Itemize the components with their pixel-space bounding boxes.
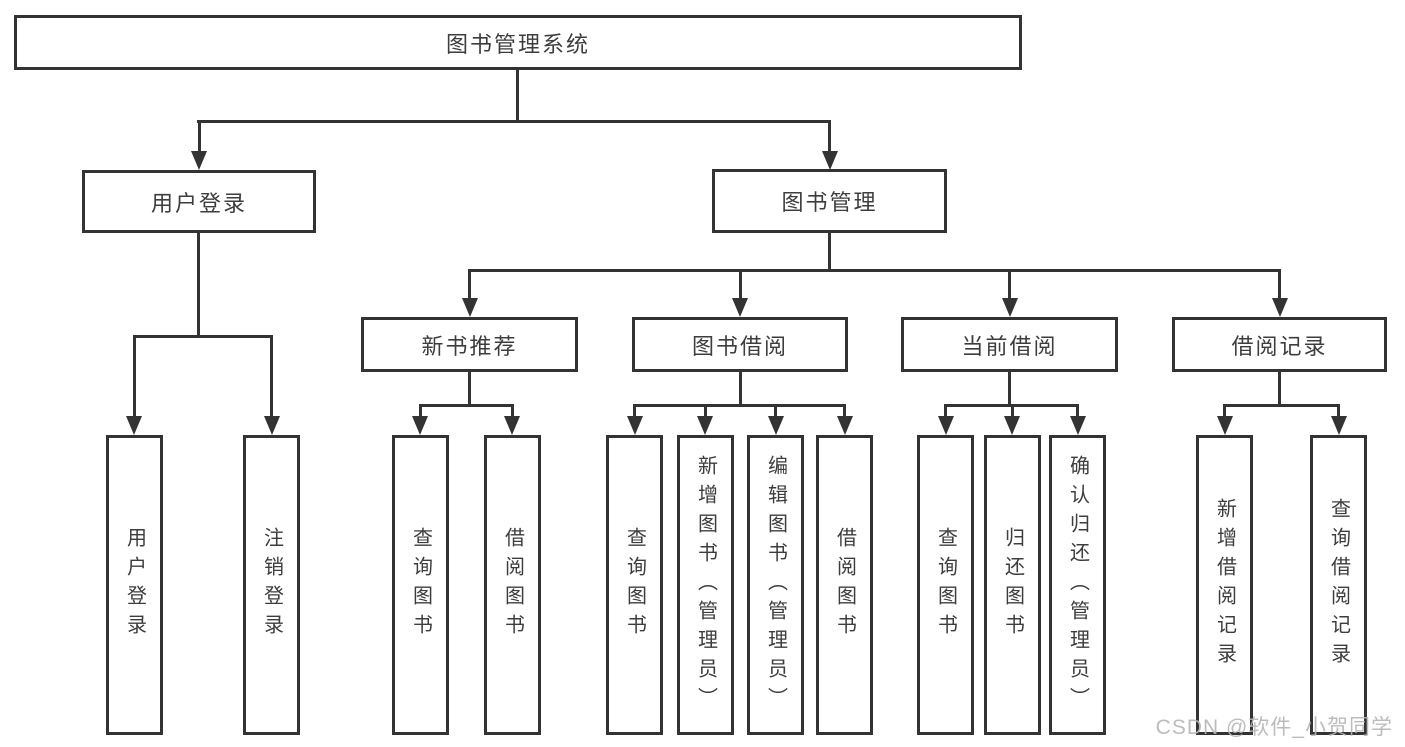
- arrow-down-icon: [1331, 416, 1347, 435]
- connector-line: [197, 120, 831, 123]
- arrow-down-icon: [462, 298, 478, 317]
- connector-line: [1337, 404, 1340, 418]
- connector-line: [419, 404, 422, 418]
- connector-line: [469, 269, 1280, 272]
- leaf-add-borrow-record: 新增借阅记录: [1196, 435, 1253, 735]
- arrow-down-icon: [126, 416, 142, 435]
- node-new-book-recommend: 新书推荐: [361, 317, 578, 372]
- leaf-query-books-borrowing-label: 查询图书: [623, 527, 646, 643]
- connector-line: [1008, 269, 1011, 300]
- connector-line: [197, 232, 200, 338]
- connector-line: [516, 68, 519, 122]
- leaf-borrow-books: 借阅图书: [816, 435, 873, 735]
- connector-line: [1011, 404, 1014, 418]
- node-current-borrowing: 当前借阅: [901, 317, 1118, 372]
- connector-line: [1224, 404, 1339, 407]
- leaf-edit-books-admin: 编辑图书（管理员）: [747, 435, 804, 735]
- arrow-down-icon: [1002, 298, 1018, 317]
- arrow-down-icon: [768, 416, 784, 435]
- leaf-borrow-books-label: 借阅图书: [833, 527, 856, 643]
- node-book-borrowing-label: 图书借阅: [691, 333, 788, 359]
- node-book-management-label: 图书管理: [781, 190, 878, 215]
- arrow-down-icon: [837, 416, 853, 435]
- connector-line: [134, 335, 272, 338]
- connector-line: [739, 269, 742, 300]
- leaf-return-books-label: 归还图书: [1001, 527, 1024, 643]
- connector-line: [1076, 404, 1079, 418]
- connector-line: [420, 404, 512, 407]
- arrow-down-icon: [1004, 416, 1020, 435]
- connector-line: [828, 232, 831, 272]
- connector-line: [511, 404, 514, 418]
- node-new-book-recommend-label: 新书推荐: [421, 333, 518, 359]
- leaf-user-login-label: 用户登录: [123, 527, 146, 643]
- watermark: CSDN @软件_小贺同学: [1155, 716, 1393, 739]
- connector-line: [704, 404, 707, 418]
- arrow-down-icon: [412, 416, 428, 435]
- leaf-query-borrow-record-label: 查询借阅记录: [1327, 498, 1350, 672]
- connector-line: [1278, 371, 1281, 407]
- leaf-query-books-current-label: 查询图书: [934, 527, 957, 643]
- connector-line: [774, 404, 777, 418]
- leaf-add-borrow-record-label: 新增借阅记录: [1213, 498, 1236, 672]
- leaf-borrow-books-recommend: 借阅图书: [484, 435, 541, 735]
- node-user-login-label: 用户登录: [150, 190, 247, 216]
- arrow-down-icon: [504, 416, 520, 435]
- connector-line: [843, 404, 846, 418]
- connector-line: [634, 404, 845, 407]
- leaf-edit-books-admin-label: 编辑图书（管理员）: [764, 454, 787, 716]
- leaf-logout-label: 注销登录: [260, 527, 283, 643]
- arrow-down-icon: [822, 151, 838, 170]
- arrow-down-icon: [732, 298, 748, 317]
- node-book-management: 图书管理: [712, 169, 947, 233]
- node-current-borrowing-label: 当前借阅: [961, 333, 1058, 359]
- leaf-borrow-books-recommend-label: 借阅图书: [501, 527, 524, 643]
- arrow-down-icon: [627, 416, 643, 435]
- arrow-down-icon: [938, 416, 954, 435]
- leaf-query-books-recommend: 查询图书: [392, 435, 449, 735]
- node-root: 图书管理系统: [14, 15, 1022, 70]
- connector-line: [739, 371, 742, 407]
- connector-line: [1278, 269, 1281, 300]
- connector-line: [198, 120, 201, 153]
- node-book-borrowing: 图书借阅: [632, 317, 848, 372]
- connector-line: [133, 335, 136, 417]
- leaf-add-books-admin-label: 新增图书（管理员）: [694, 454, 717, 716]
- connector-line: [1008, 371, 1011, 407]
- node-borrowing-records-label: 借阅记录: [1231, 333, 1328, 359]
- connector-line: [944, 404, 947, 418]
- leaf-query-books-recommend-label: 查询图书: [409, 527, 432, 643]
- arrow-down-icon: [1070, 416, 1086, 435]
- arrow-down-icon: [191, 151, 207, 170]
- leaf-query-borrow-record: 查询借阅记录: [1310, 435, 1367, 735]
- arrow-down-icon: [1217, 416, 1233, 435]
- leaf-return-books: 归还图书: [984, 435, 1041, 735]
- connector-line: [828, 120, 831, 153]
- leaf-logout: 注销登录: [243, 435, 300, 735]
- arrow-down-icon: [1272, 298, 1288, 317]
- connector-line: [468, 269, 471, 300]
- connector-line: [1223, 404, 1226, 418]
- node-root-label: 图书管理系统: [445, 31, 590, 57]
- leaf-user-login: 用户登录: [106, 435, 163, 735]
- arrow-down-icon: [697, 416, 713, 435]
- leaf-add-books-admin: 新增图书（管理员）: [677, 435, 734, 735]
- node-borrowing-records: 借阅记录: [1172, 317, 1387, 372]
- connector-line: [468, 371, 471, 407]
- leaf-confirm-return-admin: 确认归还（管理员）: [1049, 435, 1106, 735]
- connector-line: [270, 335, 273, 417]
- connector-line: [633, 404, 636, 418]
- arrow-down-icon: [264, 416, 280, 435]
- leaf-query-books-borrowing: 查询图书: [606, 435, 663, 735]
- leaf-query-books-current: 查询图书: [917, 435, 974, 735]
- node-user-login: 用户登录: [82, 170, 316, 233]
- leaf-confirm-return-admin-label: 确认归还（管理员）: [1066, 454, 1089, 716]
